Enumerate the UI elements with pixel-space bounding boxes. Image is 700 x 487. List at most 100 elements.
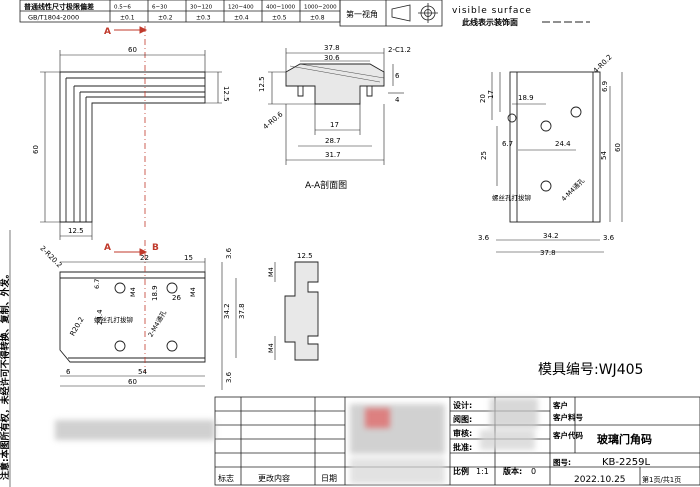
tolerance-deviation-4: ±0.5 — [272, 15, 287, 22]
side-view-outline — [284, 261, 319, 361]
tolerance-range-2: 30~120 — [190, 5, 213, 11]
dim-left-bottom: 12.5 — [68, 227, 84, 235]
dim-right-v1: 25 — [480, 151, 488, 160]
dim-bottom-m4-1: M4 — [129, 287, 137, 297]
customer-label: 客户 — [552, 400, 568, 410]
dim-section-step2: 4 — [395, 96, 400, 104]
right-view-outline — [507, 71, 601, 223]
left-view-dims — [40, 50, 222, 240]
mold-number: 模具编号:WJ405 — [538, 362, 643, 378]
tolerance-range-1: 6~30 — [152, 5, 168, 11]
dim-section-bottom2: 31.7 — [325, 151, 341, 159]
scale-label: 比例 — [453, 466, 469, 476]
row-approve: 批准: — [453, 442, 472, 452]
dim-bottom-a: 22 — [140, 254, 149, 262]
section-label: A-A剖面图 — [305, 179, 347, 191]
dim-section-chamfer: 2-C1.2 — [388, 46, 411, 54]
dim-bottom-e: 18.9 — [151, 285, 159, 301]
drawing-no: KB-2259L — [602, 457, 650, 468]
tolerance-deviation-0: ±0.1 — [120, 15, 135, 22]
dim-bottom-b: 15 — [184, 254, 193, 262]
side-note-strip: 注意:本图所有权，未经许可不得转换、复制、外发。 — [0, 230, 11, 487]
dim-right-x2: 6.7 — [502, 140, 513, 148]
side-note: 注意:本图所有权，未经许可不得转换、复制、外发。 — [0, 269, 11, 480]
dim-right-x3: 24.4 — [555, 140, 571, 148]
dim-right-total: 37.8 — [540, 249, 556, 257]
right-view-dims — [491, 72, 623, 253]
row-review: 阅图: — [453, 414, 472, 424]
dim-side-m4-bottom: M4 — [267, 343, 275, 353]
dim-right-bottom2: 34.2 — [543, 232, 559, 240]
dim-right-w1: 6.9 — [601, 81, 609, 92]
dim-section-top: 37.8 — [324, 44, 340, 52]
dim-section-bottom1: 28.7 — [325, 137, 341, 145]
tolerance-range-0: 0.5~6 — [114, 5, 131, 11]
tolerance-range-4: 400~1000 — [266, 5, 296, 11]
dim-section-height: 12.5 — [258, 76, 266, 92]
bottom-view-note: 螺丝孔打拔铆 — [94, 315, 134, 324]
dim-bottom-h: 37.8 — [238, 303, 246, 319]
dim-right-bottom1: 3.6 — [478, 234, 490, 242]
dim-left-width: 60 — [128, 46, 137, 54]
tolerance-deviation-2: ±0.3 — [196, 15, 211, 22]
row-audit: 审核: — [453, 428, 472, 438]
dim-right-h2: 17 — [487, 90, 495, 99]
customer-code-label: 客户代码 — [552, 430, 583, 440]
tolerance-deviation-1: ±0.2 — [158, 15, 173, 22]
version-value: 0 — [531, 467, 536, 476]
section-mark-a-bottom: A — [104, 243, 111, 253]
redacted-signatures — [55, 398, 538, 484]
tolerance-title: 普通线性尺寸极限偏差 — [24, 2, 94, 11]
dim-right-bottom3: 3.6 — [603, 234, 615, 242]
tolerance-deviation-5: ±0.8 — [310, 15, 325, 22]
part-name: 玻璃门角码 — [597, 432, 652, 446]
scale-value: 1:1 — [476, 467, 489, 476]
rev-header-content: 更改内容 — [258, 473, 290, 483]
bottom-view-outline — [59, 271, 206, 363]
drawing-date: 2022.10.25 — [574, 475, 626, 485]
tolerance-cells: 0.5~6 6~30 30~120 120~400 400~1000 1000~2000 ±… — [114, 5, 337, 22]
dim-section-slot: 17 — [330, 121, 339, 129]
row-design: 设计: — [453, 400, 472, 410]
dim-right-h1: 20 — [479, 94, 487, 103]
tolerance-range-5: 1000~2000 — [304, 5, 337, 11]
dim-side-m4-top: M4 — [267, 267, 275, 277]
dim-bottom-i: 24.4 — [96, 309, 104, 325]
rev-header-mark: 标志 — [218, 473, 234, 483]
dim-bottom-c: 3.6 — [225, 247, 233, 259]
tolerance-standard: GB/T1804-2000 — [28, 14, 79, 22]
drawing-no-label: 图号: — [553, 458, 571, 467]
section-arrow-bottom — [114, 248, 148, 256]
dim-right-v2: 54 — [600, 151, 608, 160]
dim-section-step1: 6 — [395, 72, 400, 80]
section-arrow-top — [114, 26, 148, 34]
dim-bottom-n: 3.6 — [225, 371, 233, 383]
dim-bottom-m: 60 — [128, 378, 137, 386]
projection-symbol — [339, 0, 443, 27]
dim-right-x1: 18.9 — [518, 94, 534, 102]
dim-bottom-l: 54 — [138, 368, 147, 376]
section-view-dims — [268, 48, 404, 165]
tolerance-deviation-3: ±0.4 — [234, 15, 249, 22]
section-mark-b-left: B — [152, 243, 159, 253]
visible-surface-en: visible surface — [452, 6, 532, 16]
rev-header-date: 日期 — [321, 474, 337, 483]
section-mark-a-top: A — [104, 27, 111, 37]
drawing-page: 第1页/共1页 — [642, 475, 681, 484]
bottom-view-dims — [60, 258, 237, 390]
tolerance-range-3: 120~400 — [228, 5, 254, 11]
dim-left-height: 60 — [32, 145, 40, 154]
section-view-outline — [285, 63, 385, 105]
dim-left-leg: 12.5 — [222, 86, 230, 102]
dim-bottom-k: 6 — [66, 368, 71, 376]
right-view-note-left: 螺丝孔打拔铆 — [492, 193, 532, 202]
customer-part-label: 客户料号 — [552, 412, 583, 422]
dim-section-inner: 30.6 — [324, 54, 340, 62]
dim-bottom-f: 26 — [172, 294, 181, 302]
side-view-dims — [274, 261, 318, 360]
version-label: 版本: — [502, 466, 522, 476]
dim-side-top: 12.5 — [297, 252, 313, 260]
dim-bottom-m4-2: M4 — [189, 287, 197, 297]
dim-bottom-d: 6.7 — [93, 279, 101, 289]
